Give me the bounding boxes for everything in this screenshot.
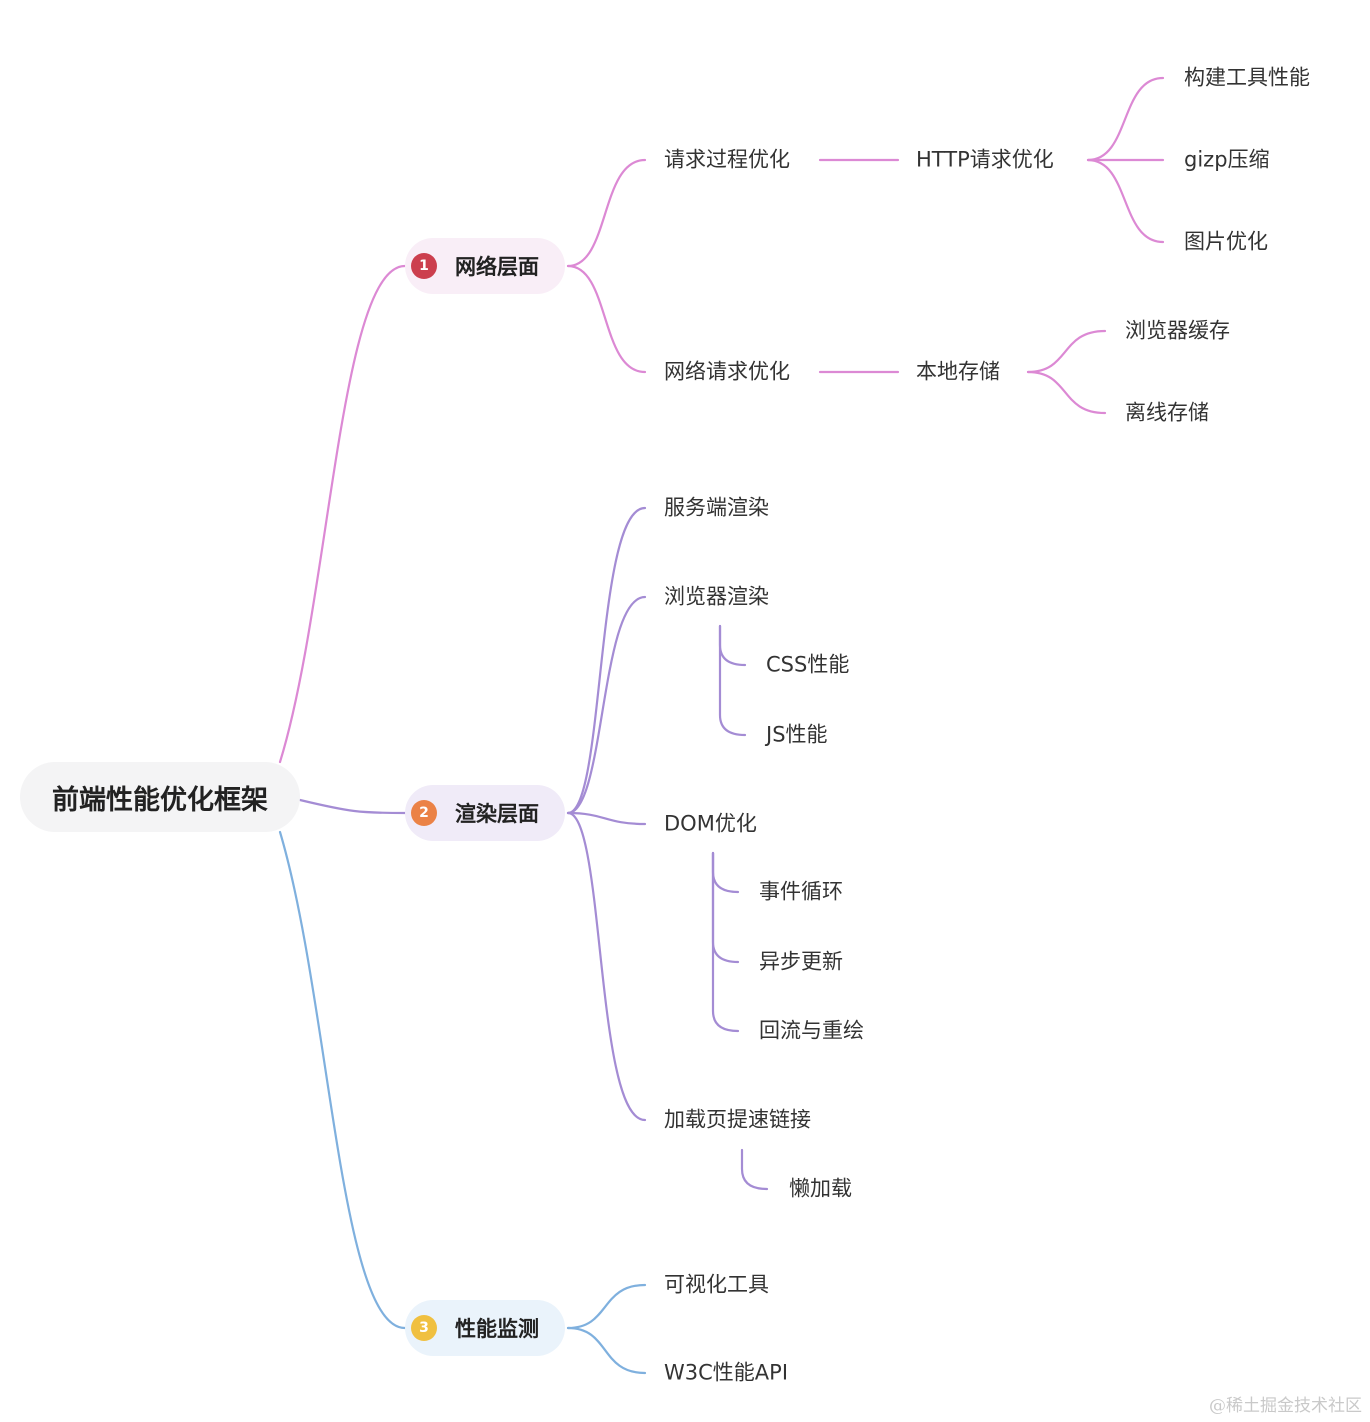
node-network-request[interactable]: 网络请求优化	[664, 359, 790, 384]
branch-network[interactable]: 1 网络层面	[405, 238, 565, 294]
connector-dom-reflow	[711, 851, 740, 1033]
node-browser-render[interactable]: 浏览器渲染	[664, 584, 769, 609]
node-request-process[interactable]: 请求过程优化	[664, 147, 790, 172]
node-gzip[interactable]: gizp压缩	[1184, 147, 1270, 172]
node-local-storage[interactable]: 本地存储	[916, 359, 1000, 384]
connector-root-network	[278, 264, 407, 764]
connector-dom-async	[711, 851, 740, 964]
node-load-speed[interactable]: 加载页提速链接	[664, 1107, 811, 1132]
connector-browser-js	[718, 624, 747, 737]
connector-render-load	[566, 811, 647, 1122]
watermark: @稀土掘金技术社区	[1209, 1396, 1362, 1416]
node-browser-cache[interactable]: 浏览器缓存	[1125, 318, 1230, 343]
connector-network-network-request	[566, 264, 647, 374]
connector-render-ssr	[566, 506, 647, 815]
node-dom-opt[interactable]: DOM优化	[664, 811, 757, 836]
priority-badge-3: 3	[411, 1315, 437, 1341]
connector-http-image	[1086, 158, 1165, 244]
connector-monitor-visual	[566, 1283, 647, 1330]
connector-local-offline	[1026, 370, 1107, 415]
node-ssr[interactable]: 服务端渲染	[664, 495, 769, 520]
connector-monitor-w3c	[566, 1326, 647, 1375]
connector-dom-event	[711, 851, 740, 894]
node-lazy-load[interactable]: 懒加载	[789, 1176, 852, 1201]
node-reflow[interactable]: 回流与重绘	[759, 1018, 864, 1043]
node-build-tools[interactable]: 构建工具性能	[1184, 65, 1310, 90]
node-js-perf[interactable]: JS性能	[766, 722, 828, 747]
priority-badge-2: 2	[411, 800, 437, 826]
branch-label-network: 网络层面	[455, 255, 539, 279]
node-visual-tools[interactable]: 可视化工具	[664, 1272, 769, 1297]
root-node[interactable]: 前端性能优化框架	[20, 762, 300, 832]
connector-render-browser	[566, 595, 647, 815]
node-offline-storage[interactable]: 离线存储	[1125, 400, 1209, 425]
priority-badge-1: 1	[411, 253, 437, 279]
node-async-update[interactable]: 异步更新	[759, 949, 843, 974]
node-w3c-api[interactable]: W3C性能API	[664, 1360, 789, 1385]
connector-local-browser-cache	[1026, 329, 1107, 374]
node-css-perf[interactable]: CSS性能	[766, 652, 850, 677]
connector-root-monitor	[278, 830, 407, 1330]
connector-http-build-tools	[1086, 76, 1165, 162]
node-event-loop[interactable]: 事件循环	[759, 879, 843, 904]
branch-monitor[interactable]: 3 性能监测	[405, 1300, 565, 1356]
node-http-request[interactable]: HTTP请求优化	[916, 147, 1054, 172]
connector-network-request-process	[566, 158, 647, 268]
root-label: 前端性能优化框架	[52, 784, 268, 816]
connector-root-render	[298, 798, 407, 815]
connector-render-dom	[566, 811, 647, 826]
connector-load-lazy	[740, 1148, 769, 1191]
node-image-opt[interactable]: 图片优化	[1184, 229, 1268, 254]
branch-render[interactable]: 2 渲染层面	[405, 785, 565, 841]
connector-browser-css	[718, 624, 747, 667]
branch-label-render: 渲染层面	[455, 802, 539, 826]
branch-label-monitor: 性能监测	[455, 1317, 539, 1341]
